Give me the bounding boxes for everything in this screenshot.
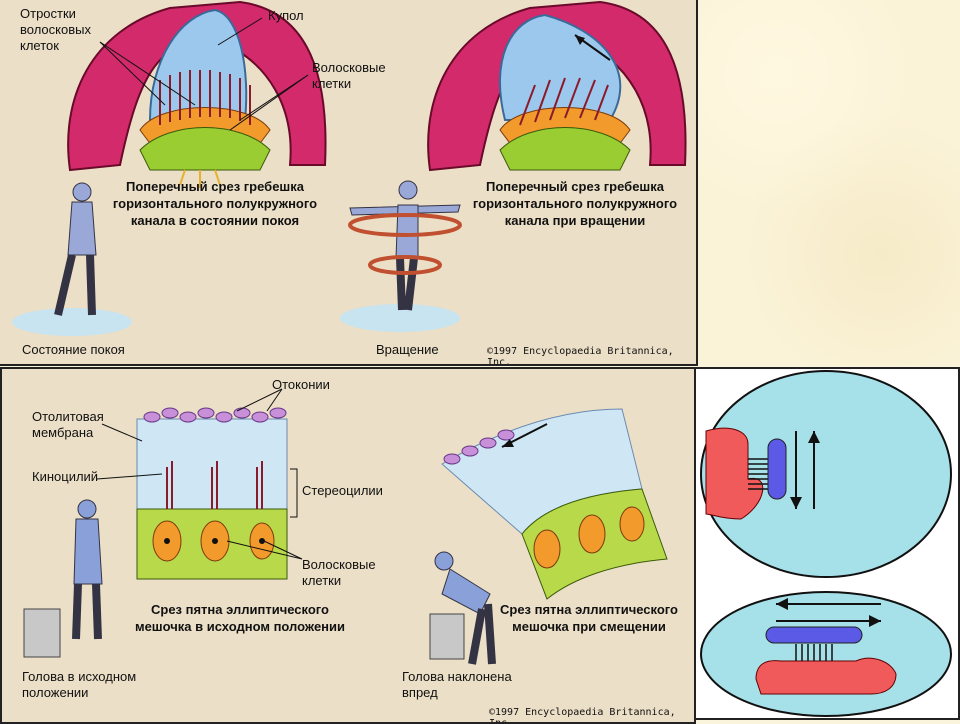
copyright-bottom: ©1997 Encyclopaedia Britannica, Inc. <box>489 707 676 724</box>
schematic-vertical <box>700 370 952 578</box>
caption-rest: Поперечный срез гребешка горизонтального… <box>112 179 318 228</box>
crista-rotation-drawing <box>427 0 687 172</box>
person-upright <box>23 499 103 658</box>
state-rest: Состояние покоя <box>22 342 125 357</box>
head-initial: Голова в исходном положении <box>22 669 137 700</box>
macula-illustration <box>23 388 668 665</box>
label-otoconia: Отоконии <box>272 377 330 392</box>
macula-panel: Отоконии Отолитовая мембрана Киноцилий С… <box>0 367 696 724</box>
copyright-top: ©1997 Encyclopaedia Britannica, Inc. <box>487 346 674 366</box>
background-texture <box>698 0 960 365</box>
caption-displaced: Срез пятна эллиптического мешочка при см… <box>499 602 678 634</box>
skater-rest <box>12 182 132 336</box>
label-hair-processes: Отростки волосковых клеток <box>20 6 91 53</box>
caption-initial: Срез пятна эллиптического мешочка в исхо… <box>134 602 346 634</box>
schematic-illustration <box>700 370 952 717</box>
state-rotation: Вращение <box>376 342 439 357</box>
schematic-panel <box>694 367 960 720</box>
label-hair-cells-bottom: Волосковые клетки <box>302 557 376 588</box>
person-tilted <box>429 551 496 665</box>
macula-displaced-drawing <box>441 408 668 600</box>
label-kinocilium: Киноцилий <box>32 469 99 484</box>
label-otolith-membrane: Отолитовая мембрана <box>32 409 104 440</box>
crista-illustration <box>12 0 687 336</box>
macula-initial-drawing <box>136 407 288 580</box>
label-cupula: Купол <box>268 8 304 23</box>
label-stereocilia: Стереоцилии <box>302 483 383 498</box>
schematic-horizontal <box>700 591 952 717</box>
crista-rest-drawing <box>67 0 327 188</box>
caption-rotation: Поперечный срез гребешка горизонтального… <box>472 179 678 228</box>
skater-rotation <box>340 180 462 332</box>
label-hair-cells-top: Волосковые клетки <box>312 60 386 91</box>
crista-panel: Отростки волосковых клеток Купол Волоско… <box>0 0 698 366</box>
head-tilted: Голова наклонена впред <box>402 669 512 700</box>
